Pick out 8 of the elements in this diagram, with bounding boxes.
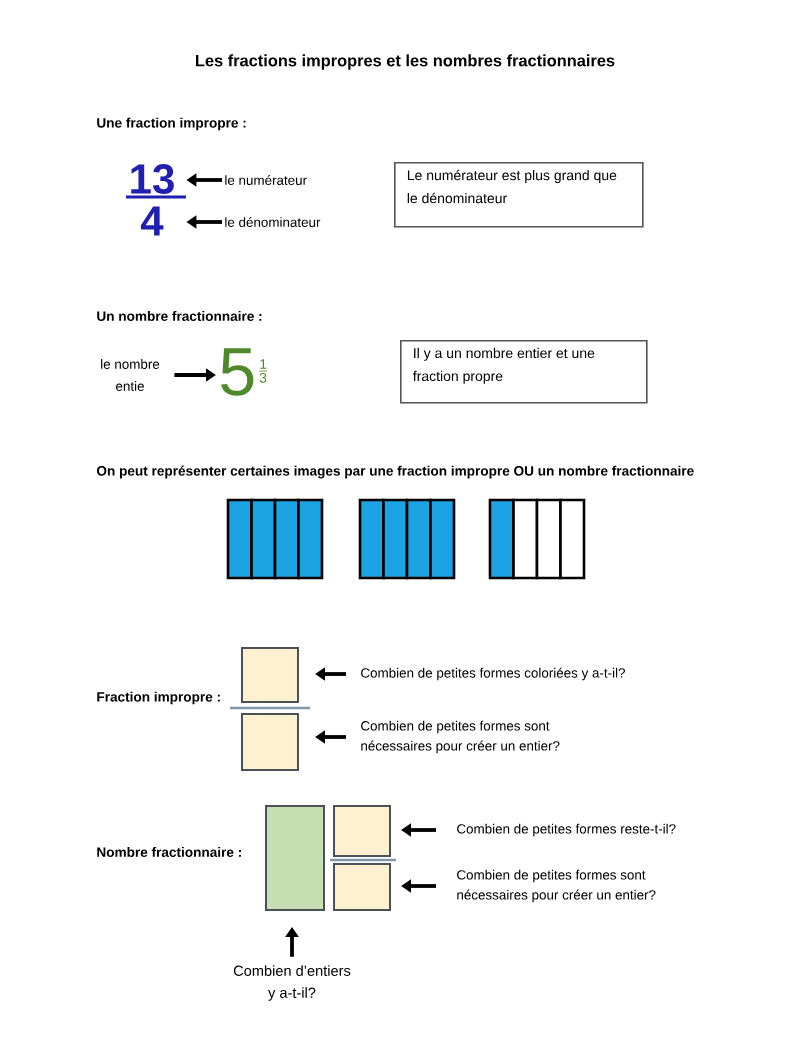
answer-box [333,805,391,857]
numerator: 13 [131,164,174,194]
answer-box [241,647,299,703]
answer-box [333,863,391,911]
answer-box [265,805,325,911]
denominator: 4 [140,206,164,236]
answer-box [241,713,299,771]
title: Les fractions impropres et les nombres fractionnaires [196,54,615,70]
